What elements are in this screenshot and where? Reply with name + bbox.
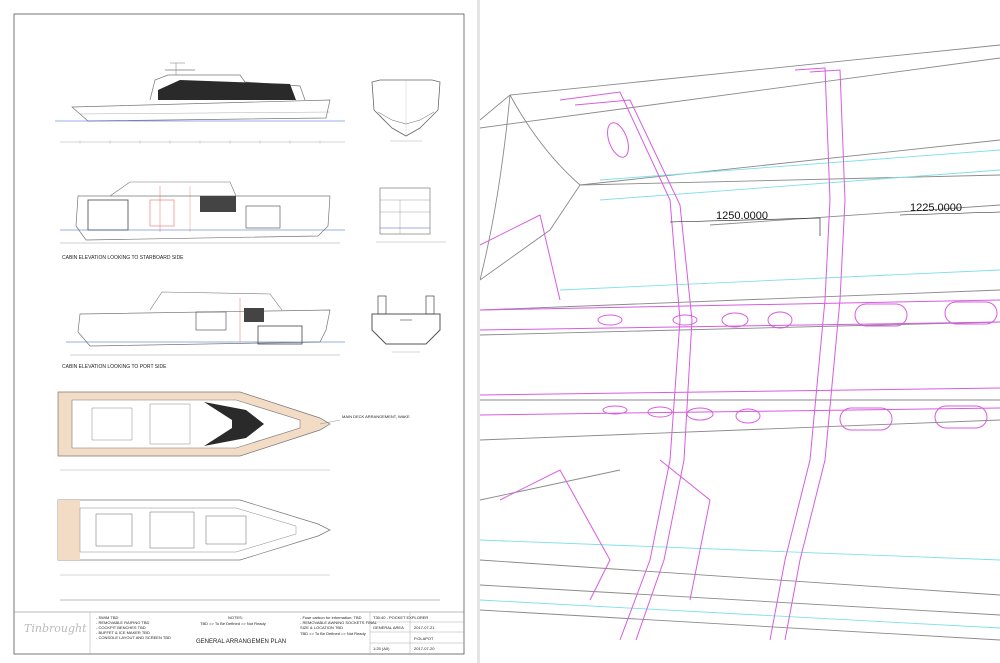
dimension-label-2: 1225.0000 xyxy=(910,202,962,214)
notes-item-2: - REMOVABLE RAIFING TBD xyxy=(96,620,150,625)
cyan-guides xyxy=(480,149,1000,629)
drawing-title: GENERAL ARRANGEMEN PLAN xyxy=(196,639,286,645)
sheet-border xyxy=(13,13,465,655)
elevation1-label: CABIN ELEVATION LOOKING TO STARBOARD SID… xyxy=(62,255,184,261)
notes-heading: NOTES: xyxy=(228,615,243,620)
notes-right-4: TBD => To Be Defined => Not Ready xyxy=(300,631,366,636)
profile-view xyxy=(55,62,345,143)
hull-section-3 xyxy=(371,295,441,353)
lightening-holes xyxy=(597,301,998,431)
title-line2: GENERAL AREA xyxy=(373,625,404,630)
title-date1: 2017-07-21 xyxy=(414,625,435,630)
elevation2-label: CABIN ELEVATION LOOKING TO PORT SIDE xyxy=(62,364,167,370)
ga-drawing: CABIN ELEVATION LOOKING TO STARBOARD SID… xyxy=(13,13,465,655)
notes-right-3: SIZE & LOCATION TBD xyxy=(300,625,343,630)
hull-section-2 xyxy=(376,187,446,243)
project-name: T30:40 - POCKET EXPLORER xyxy=(373,615,428,620)
deck-plan xyxy=(57,391,341,471)
port-elevation xyxy=(66,291,345,356)
panel-divider xyxy=(477,0,480,663)
cad-wireframe: 1250.0000 1225.0000 xyxy=(480,44,1000,641)
title-block-frame xyxy=(14,611,464,654)
brand-logo: Tinbrought xyxy=(24,622,87,635)
notes-item-3: - COCKPIT BENCHES TBD xyxy=(96,625,146,630)
lower-deck-plan xyxy=(57,499,440,601)
general-arrangement-sheet: CABIN ELEVATION LOOKING TO STARBOARD SID… xyxy=(0,0,478,663)
notes-right-1: - Fuse carbon for information: TBD xyxy=(300,615,362,620)
magenta-frames xyxy=(480,67,1000,641)
notes-item-1: - SWIM TBD xyxy=(96,615,118,620)
profile-ticks xyxy=(79,140,321,144)
notes-item-4: - BUFFET & ICE MAKER TBD xyxy=(96,630,150,635)
notes-line1: TBD => To Be Defined => Not Ready xyxy=(200,621,266,626)
dimension-label-1: 1250.0000 xyxy=(716,210,768,222)
notes-right-2: - REMOVABLE AWNING SOCKETS FINAL xyxy=(300,620,378,625)
title-scale: 1:25 (A0) xyxy=(373,646,390,651)
starboard-elevation xyxy=(60,181,345,244)
hull-section-1 xyxy=(371,79,441,142)
title-rev: P.OLAPOT xyxy=(414,636,434,641)
title-date2: 2017-07-20 xyxy=(414,646,435,651)
notes-item-5: - CONSOLE LAYOUT AND SCREEN TBD xyxy=(96,635,171,640)
deck-note: MAIN DECK ARRANGEMENT, WAKE xyxy=(342,414,410,419)
cad-detail-view: 1250.0000 1225.0000 xyxy=(480,0,1000,663)
dimension-leaders xyxy=(669,211,1000,236)
hull-linework xyxy=(480,44,1000,641)
